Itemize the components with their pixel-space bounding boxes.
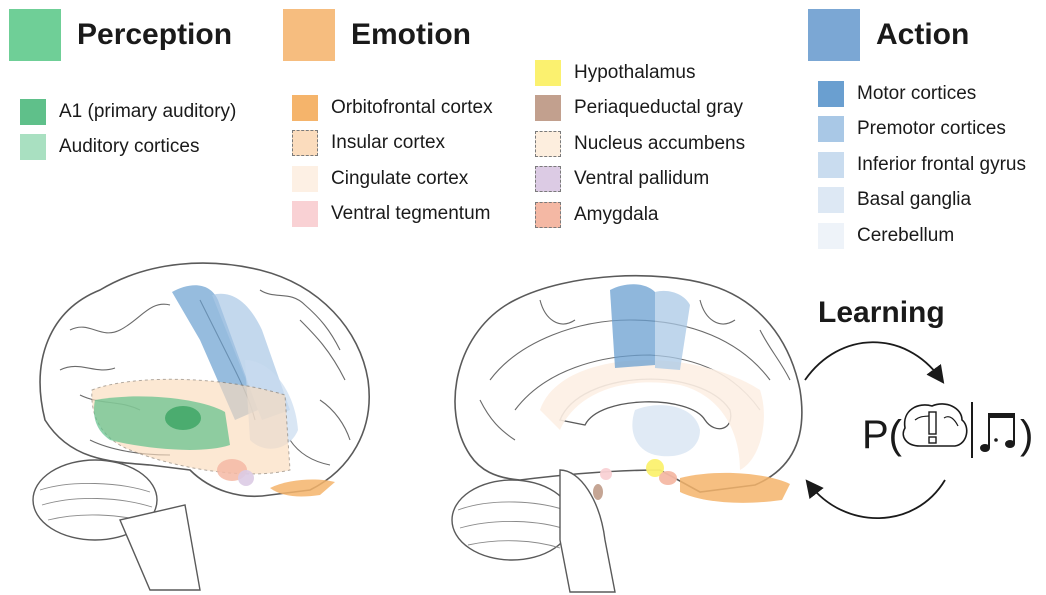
medial-brainstem: [560, 470, 615, 592]
learning-loop: P( ): [805, 342, 1033, 518]
lateral-a1-region: [165, 406, 201, 430]
learning-arrow-bottom: [810, 480, 945, 518]
medial-ofc-region: [680, 473, 790, 503]
medial-amygdala-region: [659, 471, 677, 485]
formula-suffix: ): [1020, 413, 1033, 457]
music-notes-icon: [980, 413, 1015, 452]
medial-motor-region: [610, 284, 655, 368]
medial-pag-region: [593, 484, 603, 500]
lateral-ventral-pallidum-region: [238, 470, 254, 486]
medial-vta-region: [600, 468, 612, 480]
learning-arrow-top: [805, 342, 940, 380]
formula-prefix: P(: [862, 413, 903, 457]
lateral-brainstem: [120, 505, 200, 590]
medial-brain: [452, 276, 802, 592]
mini-brain-icon: [903, 404, 966, 446]
lateral-brain: [33, 263, 369, 590]
medial-cerebellum: [452, 480, 572, 560]
